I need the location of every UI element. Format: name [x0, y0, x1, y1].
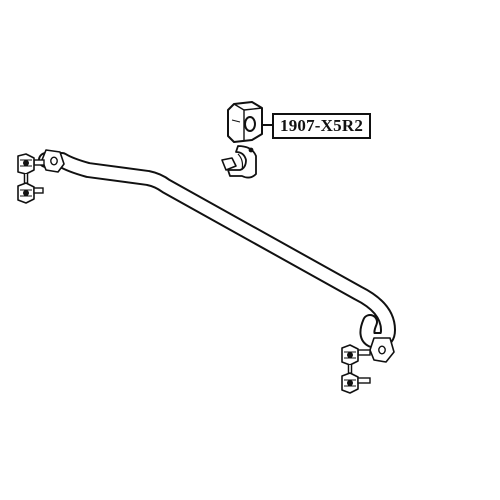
bushing-mounting-bracket: [221, 145, 257, 179]
stabilizer-bar-left-end: [41, 149, 65, 173]
stabilizer-link-left: [17, 153, 45, 204]
stabilizer-bar: [38, 152, 396, 348]
part-number-label: 1907-X5R2: [280, 116, 364, 135]
stabilizer-link-right: [341, 344, 371, 394]
stabilizer-bar-right-end: [369, 337, 395, 363]
part-number-callout: 1907-X5R2: [272, 113, 372, 139]
stabilizer-bushing: [227, 101, 263, 143]
